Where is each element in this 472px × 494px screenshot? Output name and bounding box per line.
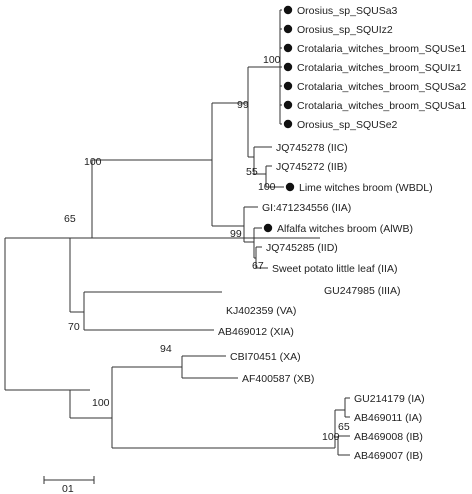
bootstrap-value: 100 (263, 54, 281, 66)
tree-branch-16 (344, 397, 350, 418)
tree-branch-9 (265, 165, 284, 188)
tree-branch-14 (181, 355, 238, 379)
leaf-label: Sweet potato little leaf (IIA) (272, 263, 397, 275)
leaf-labels: Orosius_sp_SQUSa3Orosius_sp_SQUIz2Crotal… (218, 5, 466, 462)
leaf-label: Crotalaria_witches_broom_SQUSe1 (297, 43, 466, 55)
leaf-label: AF400587 (XB) (242, 373, 314, 385)
leaf-label: Crotalaria_witches_broom_SQUSa1 (297, 100, 466, 112)
tree-branch-15 (334, 409, 345, 448)
tree-branch-3 (69, 389, 112, 419)
leaf-label: JQ745272 (IIB) (276, 161, 347, 173)
leaf-marker-dot (283, 119, 293, 129)
bootstrap-value: 65 (338, 421, 350, 433)
leaf-marker-dot (283, 100, 293, 110)
tree-branch-12 (255, 246, 268, 269)
leaf-label: JQ745285 (IID) (266, 242, 338, 254)
tree-branch-10 (243, 206, 258, 243)
bootstrap-value: 99 (230, 228, 242, 240)
tree-branch-11 (253, 227, 262, 259)
bootstrap-value: 65 (64, 213, 76, 225)
leaf-label: AB469012 (XIA) (218, 326, 294, 338)
leaf-label: AB469008 (IB) (354, 431, 423, 443)
bootstrap-value: 100 (84, 156, 102, 168)
bootstrap-value: 94 (160, 343, 172, 355)
leaf-markers (263, 5, 295, 233)
bootstrap-value: 99 (237, 99, 249, 111)
leaf-marker-dot (285, 182, 295, 192)
bootstrap-value: 67 (252, 260, 264, 272)
leaf-label: CBI70451 (XA) (230, 351, 301, 363)
bootstrap-value: 55 (246, 166, 258, 178)
bootstrap-value: 100 (92, 397, 110, 409)
leaf-label: Orosius_sp_SQUSe2 (297, 119, 398, 131)
scale-bar: 01 (43, 476, 95, 494)
leaf-label: Orosius_sp_SQUIz2 (297, 24, 393, 36)
bootstrap-value: 100 (258, 181, 276, 193)
tree-branch-5 (211, 102, 248, 227)
leaf-label: AB469007 (IB) (354, 450, 423, 462)
tree-branch-13 (111, 366, 335, 449)
leaf-label: GU247985 (IIIA) (324, 285, 400, 297)
tree-branch-4 (91, 159, 320, 239)
leaf-marker-dot (283, 5, 293, 15)
bootstrap-value: 70 (68, 321, 80, 333)
leaf-label: AB469011 (IA) (354, 412, 422, 424)
leaf-label: KJ402359 (VA) (226, 305, 296, 317)
bootstrap-value: 100 (322, 431, 340, 443)
leaf-marker-dot (283, 24, 293, 34)
leaf-label: Alfalfa witches broom (AlWB) (277, 223, 413, 235)
tree-branches (4, 9, 350, 456)
leaf-label: JQ745278 (IIC) (276, 142, 348, 154)
tree-branch-1 (4, 237, 92, 391)
leaf-label: Orosius_sp_SQUSa3 (297, 5, 398, 17)
leaf-label: Crotalaria_witches_broom_SQUSa2 (297, 81, 466, 93)
leaf-label: GU214179 (IA) (354, 393, 425, 405)
leaf-label: Crotalaria_witches_broom_SQUIz1 (297, 62, 462, 74)
tree-branch-17 (337, 435, 350, 456)
scale-bar-line (43, 476, 95, 484)
tree-branch-8 (253, 146, 272, 175)
leaf-marker-dot (283, 81, 293, 91)
tree-branch-7 (279, 9, 282, 125)
leaf-label: Lime witches broom (WBDL) (299, 182, 433, 194)
tree-branch-6 (247, 66, 280, 158)
leaf-label: GI:471234556 (IIA) (262, 202, 351, 214)
leaf-marker-dot (283, 62, 293, 72)
leaf-marker-dot (263, 223, 273, 233)
scale-bar-label: 01 (62, 483, 74, 494)
leaf-marker-dot (283, 43, 293, 53)
tree-branch-2 (83, 291, 222, 331)
